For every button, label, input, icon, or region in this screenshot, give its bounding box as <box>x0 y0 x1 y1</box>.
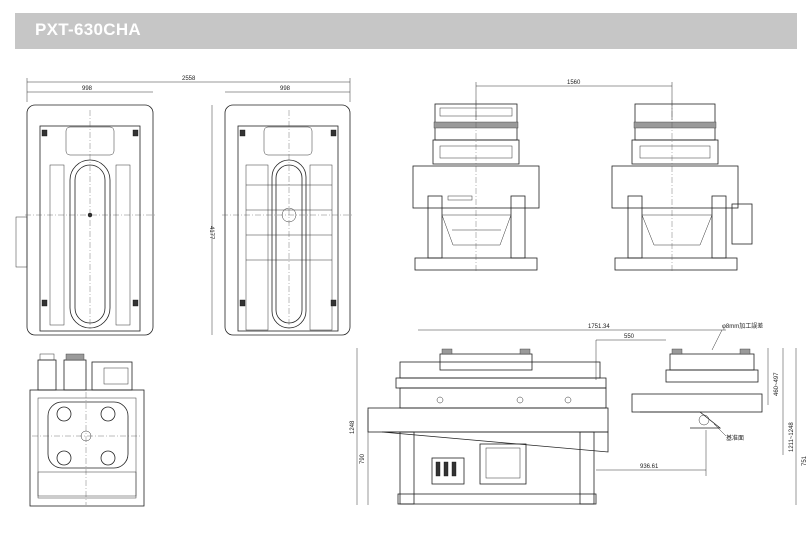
dim-overall-width: 2558 <box>182 76 196 82</box>
title-bar: PXT-630CHA <box>15 13 797 49</box>
dim-height-1248: 1248 <box>350 420 356 434</box>
side-assembly <box>29 353 145 507</box>
front-left <box>412 100 540 272</box>
dim-height-790: 790 <box>360 453 366 464</box>
plan-right: 4177 <box>208 104 352 336</box>
front-view-group: 1560 <box>412 80 753 272</box>
plan-left <box>15 104 155 336</box>
dim-offset-936: 936.61 <box>640 464 659 470</box>
dim-height-left: 4177 <box>208 226 214 240</box>
elevation-view: 1751.34 550 1248 790 460~497 1211~1248 7… <box>350 322 808 505</box>
dim-height-1211: 1211~1248 <box>789 422 795 452</box>
dim-left-width: 998 <box>82 86 93 92</box>
label-fixture: φ8mm加工誤差 <box>722 322 763 330</box>
label-reference: 基准面 <box>726 434 744 442</box>
dim-travel-total: 1751.34 <box>588 324 610 330</box>
dim-right-width: 998 <box>280 86 291 92</box>
dim-travel-550: 550 <box>624 334 635 340</box>
dim-front-span: 1560 <box>567 80 581 86</box>
front-right <box>611 100 753 272</box>
plan-view-group: 2558 998 998 4177 <box>15 76 352 336</box>
page-title: PXT-630CHA <box>35 20 141 39</box>
dim-height-460: 460~497 <box>774 372 780 396</box>
dim-height-751: 751 <box>802 455 808 466</box>
